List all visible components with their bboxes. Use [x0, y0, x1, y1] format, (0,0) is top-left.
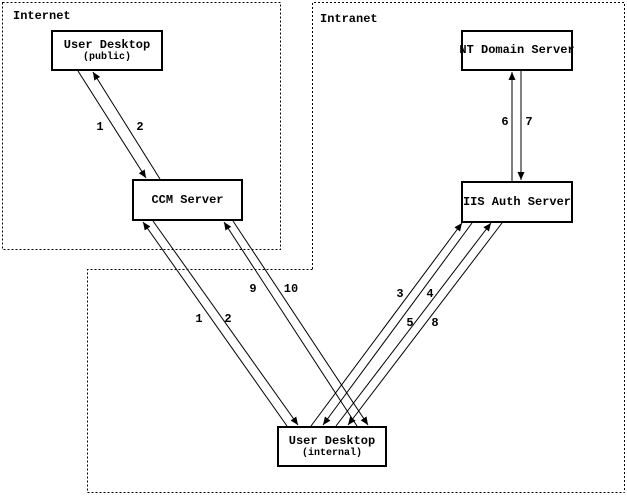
arrow-2-ccm-to-internal [152, 220, 299, 426]
arrow-8-iis-to-internal [347, 222, 503, 426]
arrow-1-internal-to-ccm [142, 221, 288, 427]
step-label: 8 [431, 316, 438, 330]
intranet-zone-border [312, 2, 625, 493]
arrow-10-ccm-to-internal [232, 220, 369, 426]
node-ccm-server: CCM Server [132, 179, 243, 221]
step-label: 10 [284, 282, 298, 296]
node-user-desktop-public: User Desktop (public) [51, 30, 163, 71]
node-title: NT Domain Server [459, 43, 575, 57]
step-label: 5 [406, 316, 413, 330]
step-label: 2 [136, 120, 143, 134]
node-nt-domain-server: NT Domain Server [459, 30, 575, 71]
step-label: 9 [249, 282, 256, 296]
step-label: 7 [525, 115, 532, 129]
step-label: 3 [396, 287, 403, 301]
arrow-3-internal-to-iis [310, 222, 463, 427]
arrow-9-internal-to-ccm [223, 221, 358, 427]
node-title: User Desktop [288, 433, 376, 448]
node-title: CCM Server [151, 192, 224, 207]
step-label: 1 [195, 312, 202, 326]
step-label: 1 [96, 120, 103, 134]
intranet-zone-label: Intranet [320, 12, 378, 26]
internet-zone-label: Internet [13, 9, 71, 23]
node-subtitle: (internal) [301, 447, 362, 459]
node-subtitle: (public) [82, 51, 131, 63]
arrow-4-iis-to-internal [322, 222, 473, 426]
arrow-2-ccm-to-public [92, 71, 161, 180]
node-title: IIS Auth Server [462, 194, 572, 209]
internet-zone-border [2, 2, 281, 250]
internal-zone-border [87, 269, 625, 493]
arrow-5-internal-to-iis [335, 222, 492, 427]
step-label: 4 [426, 287, 433, 301]
node-user-desktop-internal: User Desktop (internal) [277, 426, 387, 467]
step-label: 6 [501, 115, 508, 129]
step-label: 2 [224, 312, 231, 326]
node-iis-auth-server: IIS Auth Server [461, 181, 573, 223]
arrow-1-public-to-ccm [77, 70, 147, 179]
node-title: User Desktop [63, 37, 151, 52]
